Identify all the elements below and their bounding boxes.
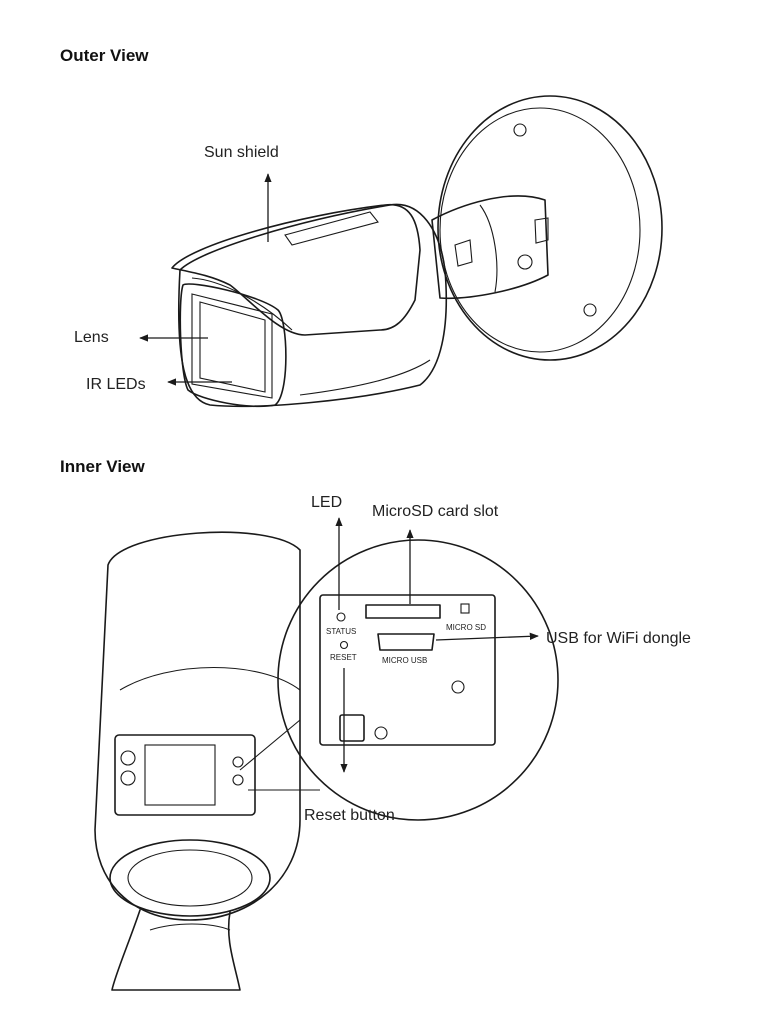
led-label: LED: [311, 494, 342, 511]
reset-button-icon: [339, 714, 365, 742]
magnified-board-inset: STATUS RESET MICRO SD MICRO USB: [239, 539, 559, 821]
ir-leds-label: IR LEDs: [86, 376, 146, 393]
ir-leds-callout: IR LEDs: [86, 376, 232, 393]
micro-sd-board-label: MICRO SD: [446, 623, 486, 632]
microsd-label: MicroSD card slot: [372, 503, 499, 520]
micro-usb-port-icon: [377, 633, 435, 651]
microsd-callout: MicroSD card slot: [372, 503, 499, 604]
reset-button-label: Reset button: [304, 807, 395, 824]
lens-front: [179, 283, 287, 408]
sun-shield-label: Sun shield: [204, 144, 279, 161]
status-board-label: STATUS: [326, 627, 356, 636]
inner-camera-illustration: [94, 531, 301, 991]
microsd-card-icon: [460, 603, 470, 614]
outer-camera-illustration: [171, 95, 663, 408]
sun-shield-callout: Sun shield: [204, 144, 279, 242]
reset-button-callout: Reset button: [304, 668, 395, 824]
microsd-slot-icon: [365, 604, 441, 619]
wall-mount-base: [437, 95, 663, 361]
micro-usb-board-label: MICRO USB: [382, 656, 427, 665]
led-callout: LED: [311, 494, 343, 610]
mount-arm: [431, 195, 549, 300]
outer-view-heading: Outer View: [60, 46, 149, 65]
lens-callout: Lens: [74, 329, 208, 346]
usb-wifi-callout: USB for WiFi dongle: [435, 630, 691, 647]
inner-view-heading: Inner View: [60, 457, 145, 476]
lens-label: Lens: [74, 329, 109, 346]
usb-wifi-label: USB for WiFi dongle: [546, 630, 691, 647]
reset-board-label: RESET: [330, 653, 357, 662]
camera-body: [177, 203, 448, 408]
status-led-icon: [336, 612, 346, 622]
